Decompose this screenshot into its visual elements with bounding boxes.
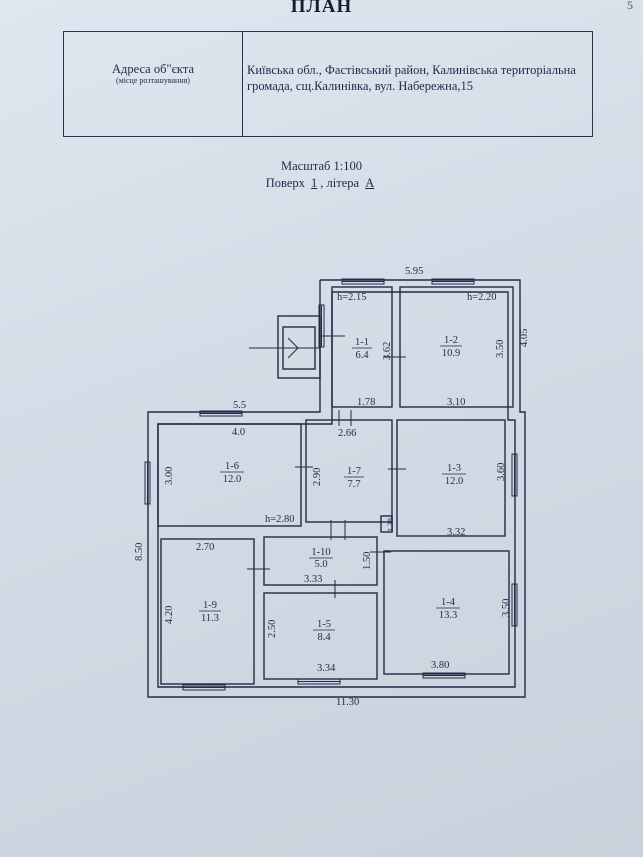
dim-left-wing-total: 5.5 [233,400,246,411]
dim-room11-side: 3.62 [382,342,393,360]
dim-room14-height: 3.50 [501,599,512,617]
address-value: Київська обл., Фастівський район, Калині… [247,63,576,93]
dim-room12-h: h=2.20 [467,292,497,303]
corner-mark: 5 [627,0,633,12]
dim-room12-side: 3.50 [495,340,506,358]
room-area-1-7: 7.7 [347,479,360,490]
room-area-1-3: 12.0 [445,476,463,487]
room-number-1-2: 1-2 [444,335,458,346]
dim-small-mark: 1.38 [386,518,395,532]
room-wall-1-9 [160,538,255,685]
dim-top-total: 5.95 [405,266,423,277]
room-number-1-4: 1-4 [441,597,456,608]
room-wall-1-7 [305,419,393,523]
dim-room11-h: h=2.15 [337,292,367,303]
address-label: Адреса об"єкта [111,62,195,76]
room-wall-1-4 [383,550,510,675]
dim-room16-h: h=2.80 [265,514,295,525]
dim-room110-width: 3.33 [304,574,322,585]
plan-dimensions: 5.95 4.05 h=2.15 h=2.20 3.62 3.50 1.78 3… [134,266,530,708]
doors [247,335,406,598]
address-label-cell: Адреса об"єкта (місце розташування) [64,62,242,86]
dim-room11-width: 1.78 [357,397,375,408]
dim-room15-width: 3.34 [317,663,336,674]
room-area-1-9: 11.3 [201,613,219,624]
dim-room17-height: 2.90 [312,468,323,486]
room-number-1-3: 1-3 [447,463,461,474]
floor-prefix: Поверх [265,176,305,190]
dim-bottom-total: 11.30 [336,697,359,708]
dim-room19-height: 4.20 [164,606,175,624]
address-table-divider [242,32,243,136]
floor-line: Поверх 1, літера А [0,176,643,191]
room-area-1-1: 6.4 [355,350,369,361]
dim-right-upper: 4.05 [519,329,530,347]
dim-room13-height: 3.60 [496,463,507,481]
room-wall-1-6 [157,423,302,527]
room-wall-1-10 [263,536,378,586]
room-number-1-10: 1-10 [311,547,330,558]
address-table: Адреса об"єкта (місце розташування) Київ… [63,31,593,137]
plan-walls [147,279,526,698]
room-labels: 1-1 6.4 1-2 10.9 1-6 12.0 1-7 7.7 1-3 12… [199,335,466,643]
page-title: ПЛАН [290,0,353,17]
room-wall-1-1 [331,286,393,408]
scale-text: Масштаб 1:100 [281,159,362,173]
room-number-1-1: 1-1 [355,337,369,348]
small-box [380,515,393,533]
room-area-1-2: 10.9 [442,348,460,359]
dim-room13-width: 3.32 [447,527,465,538]
floor-sep: , літера [320,176,360,190]
dim-room14-width: 3.80 [431,660,449,671]
dim-room16-height: 3.00 [164,467,175,485]
dim-room17-width: 2.66 [338,428,356,439]
room-number-1-5: 1-5 [317,619,331,630]
dim-room16-width: 4.0 [232,427,245,438]
room-area-1-4: 13.3 [439,610,457,621]
room-area-1-5: 8.4 [317,632,331,643]
dim-room110-height: 1.50 [362,552,373,570]
dim-room15-height: 2.50 [267,620,278,638]
address-sublabel: (місце розташування) [116,76,190,85]
room-wall-1-3 [396,419,506,537]
room-wall-1-2 [399,286,514,408]
dim-room12-width: 3.10 [447,397,465,408]
room-number-1-7: 1-7 [347,466,361,477]
windows [144,278,518,691]
floor-letter: А [365,176,375,190]
room-area-1-6: 12.0 [223,474,241,485]
room-area-1-10: 5.0 [314,559,327,570]
dim-left-total: 8.50 [134,543,145,561]
room-number-1-6: 1-6 [225,461,239,472]
dim-room19-width: 2.70 [196,542,214,553]
floor-number: 1 [311,176,318,190]
room-number-1-9: 1-9 [203,600,217,611]
